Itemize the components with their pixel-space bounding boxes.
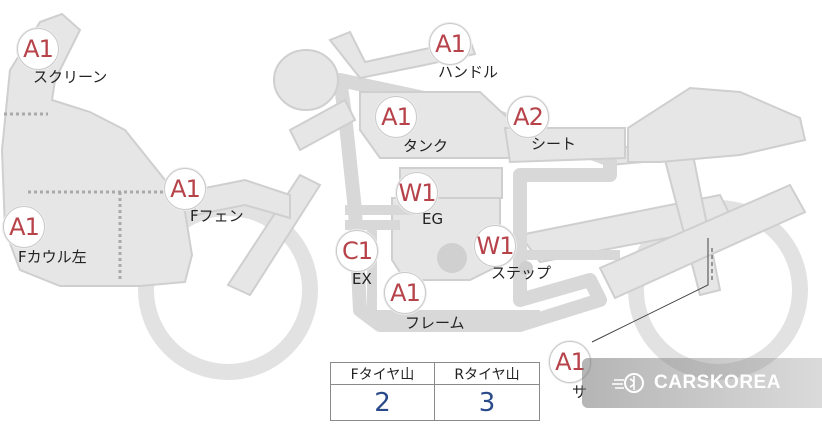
exhaust-pipe [345,205,620,320]
tire-tread-table: Fタイヤ山 Rタイヤ山 2 3 [330,362,540,421]
f-fender-grade-marker: A1 [164,168,206,210]
f-cowl-left-grade-marker: A1 [3,206,45,248]
engine-cover [437,243,467,273]
tank-label: タンク [403,137,449,155]
handle-label: ハンドル [438,63,499,81]
tail-cowl [627,86,807,163]
front-tire-value: 2 [331,385,435,420]
seat-grade-marker: A2 [507,96,549,138]
muffler [598,183,807,300]
tank-grade-marker: A1 [375,96,417,138]
carskorea-logo-icon [612,373,644,393]
headlight [273,49,339,111]
front-fender [194,178,291,220]
front-tire-header: Fタイヤ山 [331,363,435,385]
step-label: ステップ [491,264,552,282]
screen-label: スクリーン [33,68,108,86]
engine-grade-marker: W1 [396,172,438,214]
step-grade-marker: W1 [474,225,516,267]
handle-grade-marker: A1 [429,23,471,65]
rear-tire-header: Rタイヤ山 [435,363,539,385]
frame-label: フレーム [405,314,465,332]
engine-body [391,197,501,281]
front-fork [226,173,322,297]
f-fender-label: Fフェン [190,207,244,225]
carskorea-watermark: CARSKOREA [582,358,822,408]
exhaust-grade-marker: C1 [336,230,378,272]
frame-grade-marker: A1 [384,272,426,314]
watermark-text: CARSKOREA [654,372,781,393]
screen-grade-marker: A1 [17,28,59,70]
engine-bolt [519,261,533,275]
exhaust-label: EX [352,270,372,288]
seat-label: シート [531,135,577,153]
f-cowl-left-label: Fカウル左 [18,248,87,266]
fork-upper [288,98,357,152]
engine-label: EG [422,210,444,228]
rear-tire-value: 3 [478,387,496,418]
